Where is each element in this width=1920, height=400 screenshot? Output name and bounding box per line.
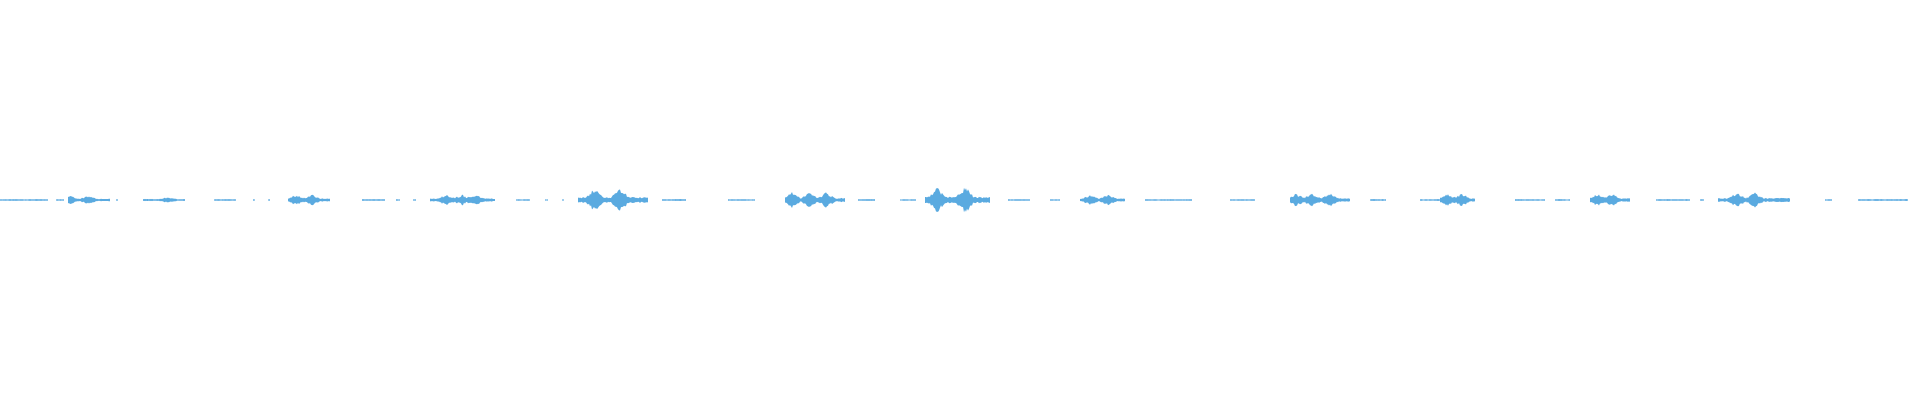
waveform-segment	[516, 199, 530, 201]
waveform-segment	[858, 199, 875, 201]
waveform-segment	[728, 199, 755, 201]
waveform-segment	[1440, 194, 1475, 206]
waveform-segment	[430, 194, 495, 206]
waveform-segment	[1656, 199, 1690, 201]
waveform-segment	[925, 187, 990, 213]
waveform-segment	[1290, 193, 1350, 207]
waveform-segment	[1008, 199, 1030, 201]
waveform-segment	[1825, 199, 1832, 201]
waveform-segment	[545, 199, 548, 201]
waveform-segment	[1370, 199, 1386, 201]
waveform-segment	[578, 189, 648, 211]
waveform-segment	[1590, 194, 1630, 206]
waveform-segment	[900, 199, 916, 201]
waveform-segment	[68, 196, 110, 204]
waveform-segment	[396, 199, 400, 201]
waveform-segment	[1718, 192, 1790, 208]
waveform-segments	[0, 187, 1908, 213]
waveform-segment	[1700, 199, 1704, 201]
waveform-segment	[1858, 199, 1908, 201]
waveform-segment	[1050, 199, 1060, 201]
waveform-segment	[1515, 199, 1545, 201]
waveform-segment	[1145, 199, 1192, 201]
waveform-segment	[143, 197, 185, 203]
waveform-segment	[562, 199, 564, 201]
waveform-segment	[268, 199, 270, 201]
waveform-segment	[1080, 194, 1125, 206]
waveform-segment	[785, 192, 845, 208]
waveform-segment	[214, 199, 236, 201]
waveform-segment	[1555, 199, 1570, 201]
waveform-segment	[56, 199, 64, 201]
waveform-segment	[362, 199, 385, 201]
waveform-segment	[288, 194, 330, 206]
waveform-segment	[116, 199, 118, 201]
waveform-segment	[0, 199, 48, 201]
waveform-segment	[413, 199, 416, 201]
waveform-segment	[1230, 199, 1255, 201]
waveform-segment	[662, 199, 686, 201]
waveform-segment	[253, 199, 255, 201]
